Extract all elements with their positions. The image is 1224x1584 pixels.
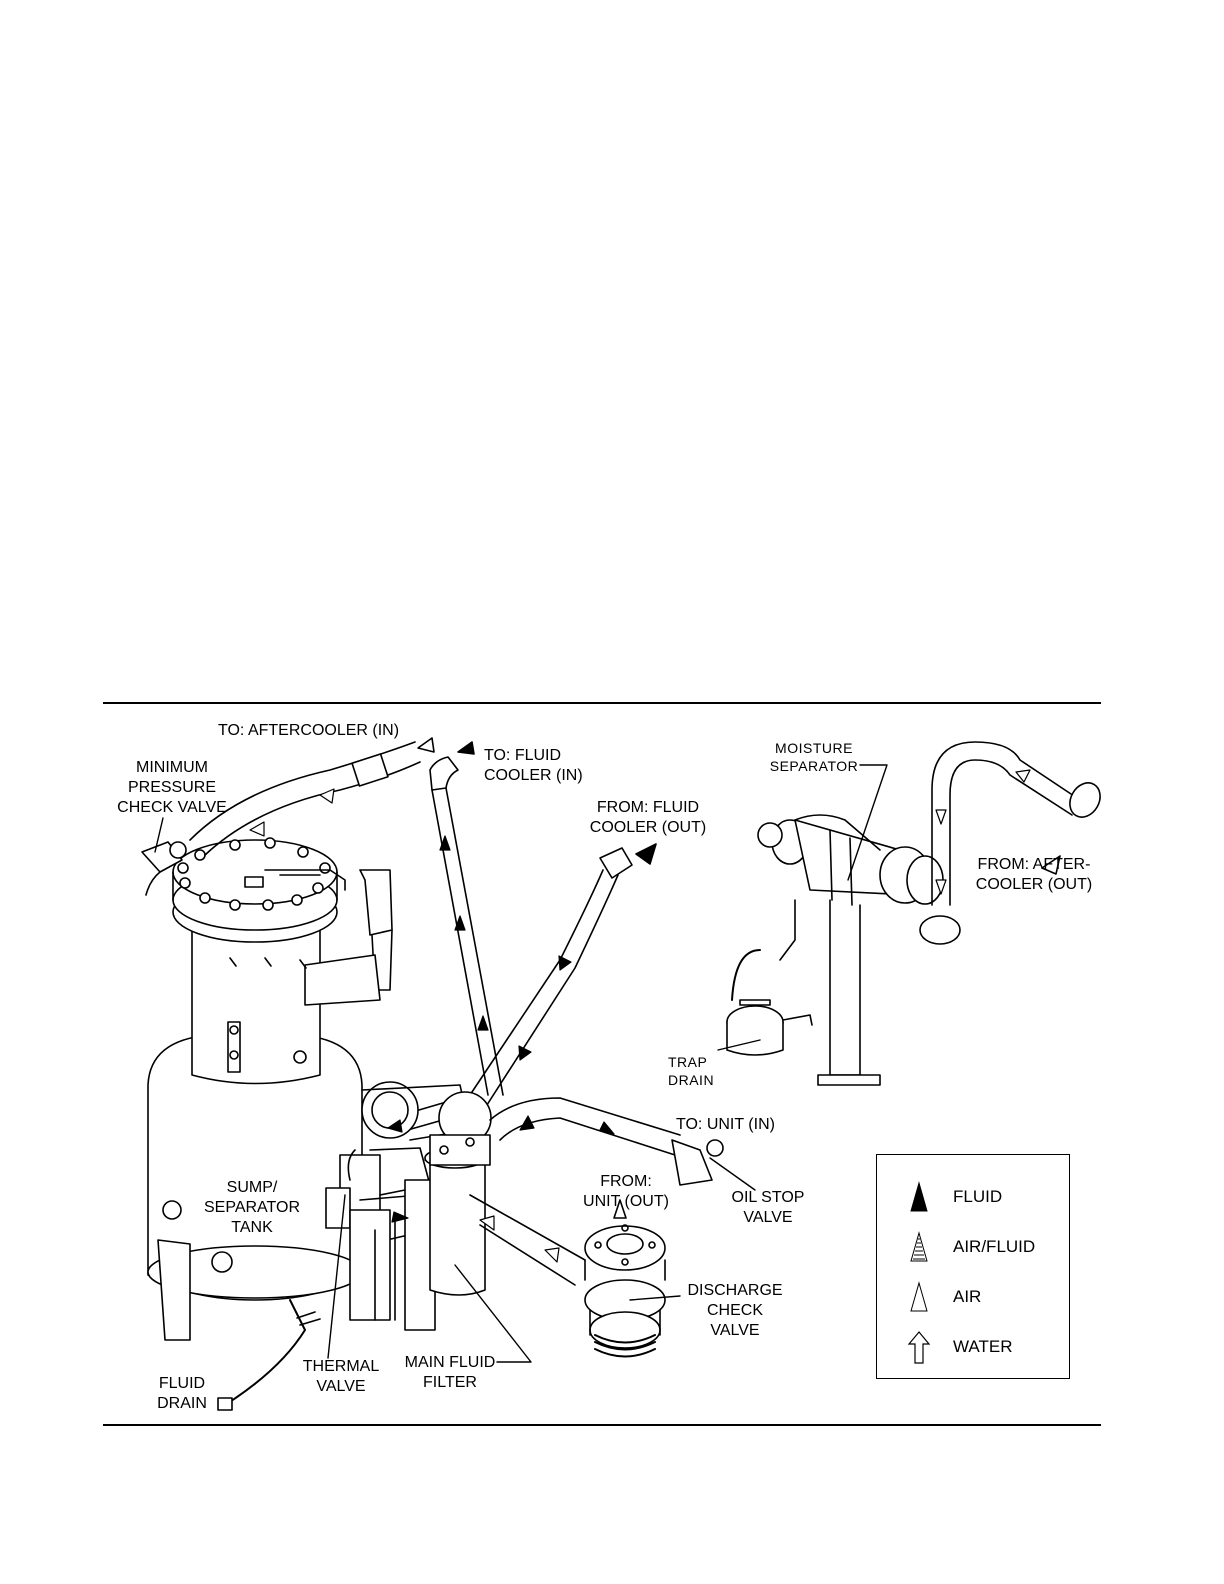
legend-row-fluid: FLUID	[877, 1179, 1069, 1219]
label-from-aftercooler-out: FROM: AFTER- COOLER (OUT)	[966, 855, 1102, 895]
legend-label-water: WATER	[953, 1337, 1013, 1356]
leader-lines	[154, 764, 888, 1363]
label-discharge-check-valve: DISCHARGE CHECK VALVE	[680, 1281, 790, 1341]
label-line: FLUID	[158, 1375, 206, 1392]
label-line: TO: FLUID	[484, 747, 562, 764]
label-line: TRAP	[668, 1054, 708, 1070]
pipe-to-fluid-cooler	[429, 756, 504, 1096]
legend-row-air: AIR	[877, 1279, 1069, 1319]
label-line: TANK	[231, 1219, 273, 1236]
legend-label-fluid: FLUID	[953, 1187, 1003, 1206]
flow-arrows	[249, 769, 1031, 1263]
water-arrow-icon	[907, 1331, 931, 1364]
pipe-from-unit	[469, 1194, 586, 1286]
label-line: FROM: FLUID	[596, 799, 700, 816]
label-thermal-valve: THERMAL VALVE	[296, 1357, 386, 1397]
label-line: COOLER (OUT)	[589, 819, 707, 836]
label-sump-separator-tank: SUMP/ SEPARATOR TANK	[196, 1178, 308, 1238]
label-line: COOLER (OUT)	[975, 876, 1093, 893]
label-line: VALVE	[316, 1378, 366, 1395]
label-from-fluid-cooler-out: FROM: FLUID COOLER (OUT)	[583, 798, 713, 838]
label-to-aftercooler-in: TO: AFTERCOOLER (IN)	[218, 722, 400, 739]
label-to-fluid-cooler-in: TO: FLUID COOLER (IN)	[484, 746, 583, 786]
label-line: SEPARATOR	[203, 1199, 301, 1216]
callout-arrows	[417, 737, 1061, 1219]
label-to-unit-in: TO: UNIT (IN)	[676, 1116, 775, 1133]
label-fluid-drain: FLUID DRAIN	[150, 1374, 214, 1414]
label-line: FROM:	[600, 1173, 652, 1190]
air-fluid-arrow-icon	[910, 1231, 928, 1262]
moisture-separator	[726, 741, 1101, 1086]
label-line: DRAIN	[668, 1072, 715, 1088]
minimum-pressure-check-valve	[141, 841, 187, 896]
label-line: MOISTURE	[775, 740, 853, 756]
label-line: MINIMUM	[136, 759, 208, 776]
label-line: FILTER	[423, 1374, 477, 1391]
label-line: SUMP/	[226, 1179, 278, 1196]
legend: FLUID AIR/FLUID AIR WATER	[876, 1154, 1070, 1379]
label-line: OIL STOP	[731, 1189, 805, 1206]
sump-separator-tank	[147, 837, 393, 1411]
legend-label-air: AIR	[953, 1287, 982, 1306]
top-rule	[103, 702, 1101, 704]
label-line: DRAIN	[157, 1395, 207, 1412]
legend-label-air-fluid: AIR/FLUID	[953, 1237, 1036, 1256]
label-main-fluid-filter: MAIN FLUID FILTER	[402, 1353, 498, 1393]
label-from-unit-out: FROM: UNIT (OUT)	[576, 1172, 676, 1212]
label-line: MAIN FLUID	[404, 1354, 496, 1371]
label-oil-stop-valve: OIL STOP VALVE	[722, 1188, 814, 1228]
label-line: FROM: AFTER-	[977, 856, 1091, 873]
legend-row-water: WATER	[877, 1329, 1069, 1369]
label-line: PRESSURE	[127, 779, 217, 796]
label-moisture-separator: MOISTURE SEPARATOR	[762, 739, 866, 775]
label-line: CHECK	[706, 1302, 763, 1319]
label-line: SEPARATOR	[769, 758, 859, 774]
bottom-rule	[103, 1424, 1101, 1426]
label-line: DISCHARGE	[687, 1282, 783, 1299]
fluid-arrow-icon	[910, 1181, 928, 1212]
legend-row-air-fluid: AIR/FLUID	[877, 1229, 1069, 1269]
label-line: UNIT (OUT)	[583, 1193, 669, 1210]
label-line: THERMAL	[302, 1358, 380, 1375]
label-line: VALVE	[710, 1322, 760, 1339]
air-arrow-icon	[910, 1281, 928, 1312]
pipe-from-fluid-cooler	[384, 847, 633, 1136]
label-line: COOLER (IN)	[484, 767, 583, 784]
label-line: VALVE	[743, 1209, 793, 1226]
label-trap-drain: TRAP DRAIN	[668, 1053, 714, 1089]
label-line: CHECK VALVE	[117, 799, 227, 816]
label-minimum-pressure-check-valve: MINIMUM PRESSURE CHECK VALVE	[112, 758, 232, 818]
discharge-check-valve	[584, 1224, 666, 1358]
